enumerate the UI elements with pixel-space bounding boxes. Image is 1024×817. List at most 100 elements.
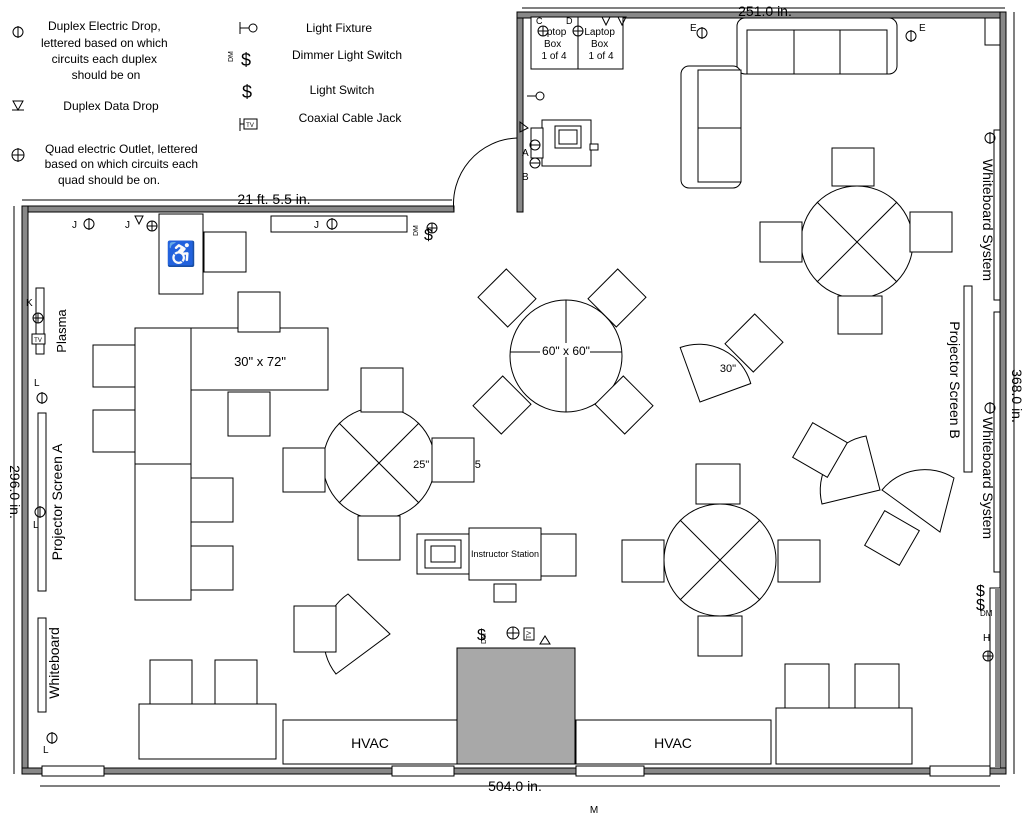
window-4 (929, 765, 991, 777)
laptop-box-1-line1: ptop (547, 27, 567, 38)
dimension-upper-left: 21 ft. 5.5 in. (237, 191, 310, 207)
dimension-bottom: 504.0 in. (488, 778, 542, 794)
light-fixture-icon (239, 22, 258, 34)
legend-quad-line2: based on which circuits each (45, 157, 198, 171)
wall-right (999, 11, 1007, 775)
window-1 (41, 765, 105, 777)
chair (695, 463, 741, 505)
dimmer-switch-icon: $ (424, 227, 433, 244)
legend-duplex-electric-line2: lettered based on which (41, 36, 168, 50)
chair (282, 447, 326, 493)
outlet-d-icon (572, 25, 584, 37)
label-whiteboard-system-1: Whiteboard System (980, 159, 996, 281)
duplex-electric-icon (46, 732, 58, 744)
dimension-right: 368.0 in. (1009, 369, 1024, 423)
legend-data-drop: Duplex Data Drop (63, 99, 159, 113)
legend: Duplex Electric Drop, lettered based on … (11, 19, 403, 187)
circuit-h: H (983, 633, 990, 644)
svg-text:Laptop Box 1 of 4: Laptop Box 1 of 4 (584, 27, 617, 62)
label-table-30: 30" (720, 363, 736, 375)
chair (472, 375, 532, 435)
laptop-box-1-line2: Box (544, 39, 561, 50)
round-table-bottom-right (663, 503, 777, 617)
circuit-k: K (26, 298, 33, 309)
tv-label: TV (34, 338, 42, 344)
hvac-units: HVAC HVAC (282, 647, 772, 765)
data-drop-icon (539, 635, 551, 645)
laptop-box-2-line1: Laptop (584, 27, 615, 38)
whiteboard-system-bottom: Whiteboard System (980, 311, 1001, 573)
chair (357, 515, 401, 561)
door[interactable] (453, 137, 518, 213)
chair (777, 539, 821, 583)
dimension-left: 296.0 in. (7, 465, 23, 519)
duplex-electric-icon (326, 218, 338, 230)
legend-coax-jack: Coaxial Cable Jack (299, 111, 403, 125)
duplex-electric-icon (984, 402, 996, 414)
chair (293, 605, 337, 653)
chair (190, 477, 234, 523)
svg-text:$: $ (242, 82, 252, 102)
legend-tv-label: TV (246, 123, 254, 129)
label-whiteboard: Whiteboard (46, 627, 62, 699)
circuit-l3: L (43, 745, 49, 756)
chair (149, 659, 193, 705)
data-drop-icon (12, 100, 24, 112)
sofa-top (736, 17, 898, 75)
legend-dimmer-switch: Dimmer Light Switch (292, 48, 402, 62)
label-whiteboard-system-2: Whiteboard System (980, 417, 996, 539)
round-table-top-right (800, 185, 914, 299)
label-instructor-station: Instructor Station (471, 549, 539, 559)
legend-dm-label: DM (228, 51, 235, 62)
outlet-c-icon (537, 25, 549, 37)
circuit-j1: J (72, 220, 77, 231)
label-projector-a: Projector Screen A (49, 443, 65, 560)
quad-outlet-icon (146, 220, 158, 232)
dimmer-switch-icon: $ (976, 597, 985, 614)
svg-text:$: $ (241, 50, 251, 70)
duplex-electric-icon (34, 506, 46, 518)
counter-bottom-left (138, 703, 277, 760)
window-2 (391, 765, 455, 777)
wall-bottom (21, 767, 1007, 775)
outlet-a-icon (529, 139, 541, 151)
chair (92, 409, 136, 453)
duplex-electric-icon (83, 218, 95, 230)
counter-top (270, 215, 408, 233)
quad-outlet-icon (32, 312, 44, 324)
data-drop-icon (617, 16, 627, 27)
hvac-left (282, 719, 458, 765)
svg-text:Quad electric Outlet, lettered: Quad electric Outlet, lettered based on … (45, 142, 202, 187)
chairs (92, 147, 953, 709)
legend-duplex-electric-line4: should be on (72, 68, 141, 82)
duplex-electric-icon (984, 132, 996, 144)
sofa-left (680, 65, 742, 189)
chair (227, 391, 271, 437)
instructor-station: Instructor Station (416, 527, 577, 603)
light-switch-icon: $ (242, 82, 252, 102)
circuit-j3: J (314, 220, 319, 231)
chair (237, 291, 281, 333)
column (984, 17, 1001, 46)
circuit-l1: L (34, 378, 40, 389)
long-desk: 30" x 72" (134, 327, 329, 601)
walls (21, 11, 1007, 777)
duplex-electric-icon (36, 392, 48, 404)
laptop-box-2-line3: 1 of 4 (588, 51, 613, 62)
chair (831, 147, 875, 187)
quad-outlet-icon (506, 626, 520, 640)
chair (190, 545, 234, 591)
chair (477, 268, 537, 328)
chair (594, 375, 654, 435)
quarter-table-30: 30" (679, 343, 752, 403)
circuit-a: A (522, 148, 529, 159)
dimmer-switch-icon: $ (477, 627, 486, 644)
outlet-b-icon (529, 157, 541, 169)
chair (759, 221, 803, 263)
chair (784, 663, 830, 709)
whiteboard-left: Whiteboard (37, 617, 62, 713)
chair (791, 421, 849, 479)
data-drop-icon (519, 121, 529, 133)
counter-bottom-right (775, 707, 913, 765)
